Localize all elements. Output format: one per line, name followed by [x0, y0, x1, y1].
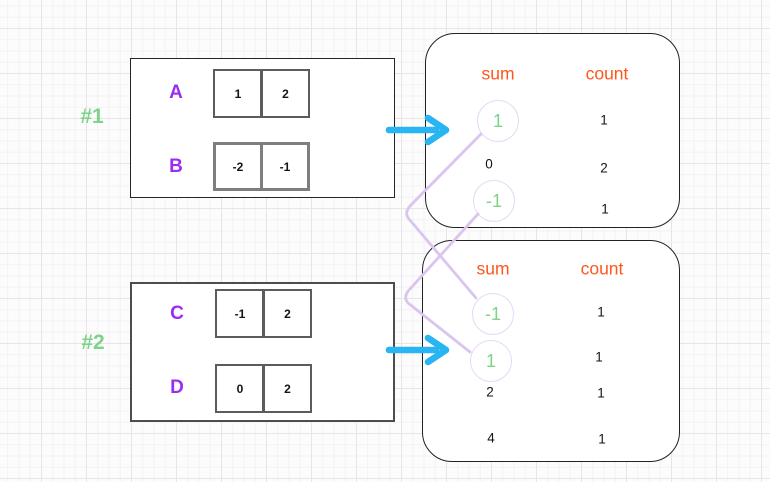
group-1-sum-value: 0 [485, 156, 493, 172]
array-a-cells: 1 2 [213, 69, 311, 118]
group-2-sum-value: 4 [487, 430, 495, 446]
group-1-sum-table: sum count 1 1 0 2 -1 1 [425, 33, 680, 228]
array-d-cells: 0 2 [215, 364, 313, 413]
group-1-sum-header: sum [481, 63, 515, 84]
group-1-array-box: A 1 2 B -2 -1 [130, 58, 395, 198]
group-2-sum-value: 2 [486, 384, 494, 400]
array-a-label: A [169, 82, 183, 103]
array-d-label: D [170, 377, 184, 398]
group-2-count-value: 1 [595, 349, 603, 365]
group-2-array-box: C -1 2 D 0 2 [130, 282, 395, 422]
array-b-cells: -2 -1 [213, 142, 310, 191]
array-b-cell-1: -1 [260, 142, 310, 191]
array-a-cell-1: 2 [260, 69, 311, 118]
group-2-sum-value-circled: 1 [470, 340, 512, 382]
array-c-cell-1: 2 [262, 289, 313, 338]
group-2-label: #2 [81, 331, 105, 354]
group-1-sum-value-circled: 1 [477, 100, 519, 142]
group-1-label: #1 [80, 105, 104, 128]
group-2-count-value: 1 [597, 385, 605, 401]
group-1-count-value: 1 [601, 201, 609, 217]
array-d-cell-1: 2 [262, 364, 313, 413]
array-a-cell-0: 1 [213, 69, 263, 118]
array-b-label: B [169, 156, 183, 177]
array-c-label: C [170, 303, 184, 324]
array-c-cell-0: -1 [215, 289, 265, 338]
group-2-count-header: count [580, 258, 624, 279]
group-2-sum-table: sum count -1 1 1 1 2 1 4 1 [422, 240, 680, 462]
array-b-cell-0: -2 [213, 142, 263, 191]
group-2-sum-header: sum [476, 258, 510, 279]
group-1-count-value: 1 [600, 112, 608, 128]
array-d-cell-0: 0 [215, 364, 265, 413]
group-2-sum-value-circled: -1 [472, 293, 514, 335]
group-1-count-value: 2 [600, 160, 608, 176]
group-1-count-header: count [585, 63, 629, 84]
group-2-count-value: 1 [597, 304, 605, 320]
group-2-count-value: 1 [598, 431, 606, 447]
array-c-cells: -1 2 [215, 289, 313, 338]
group-1-sum-value-circled: -1 [473, 180, 515, 222]
